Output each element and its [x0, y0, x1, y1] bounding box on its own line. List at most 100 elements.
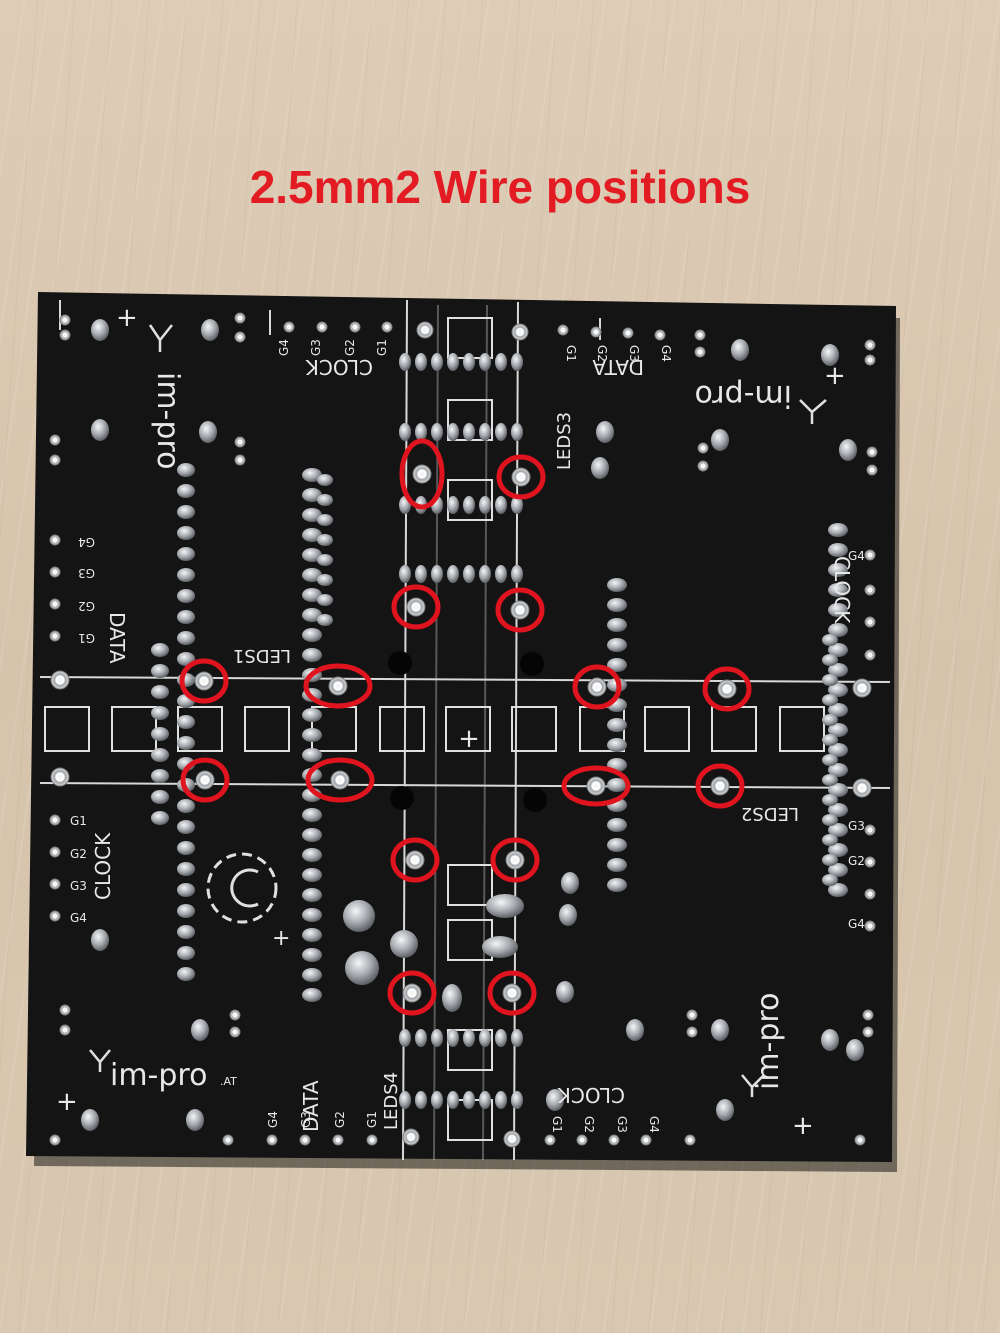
through-hole [717, 679, 737, 699]
solder-joint [399, 1029, 411, 1047]
solder-joint [822, 714, 838, 726]
solder-joint [302, 888, 322, 902]
label-g4: G4 [266, 1111, 280, 1128]
wire-position-marker [305, 757, 375, 803]
through-hole [697, 460, 709, 472]
solder-joint [302, 508, 322, 522]
label-g4: G4 [848, 549, 865, 563]
through-hole [366, 1134, 378, 1146]
plus-icon: + [116, 303, 138, 333]
through-hole [266, 1134, 278, 1146]
brand-top-right: im-pro [695, 378, 792, 413]
solder-joint [828, 883, 848, 897]
through-hole [49, 534, 61, 546]
solder-joint [302, 908, 322, 922]
solder-joint [177, 904, 195, 918]
solder-joint [463, 1091, 475, 1109]
solder-joint [596, 421, 614, 443]
solder-joint [447, 1091, 459, 1109]
solder-joint [151, 727, 169, 741]
solder-joint [399, 423, 411, 441]
solder-joint [716, 1099, 734, 1121]
solder-joint [607, 778, 627, 792]
solder-joint [447, 423, 459, 441]
solder-joint [317, 534, 333, 546]
through-hole [50, 767, 70, 787]
solder-joint [828, 843, 848, 857]
through-hole [864, 888, 876, 900]
solder-joint [81, 1109, 99, 1131]
solder-joint [495, 1091, 507, 1109]
solder-joint [399, 353, 411, 371]
solder-joint [711, 429, 729, 451]
solder-joint [828, 643, 848, 657]
solder-joint [317, 474, 333, 486]
solder-joint [447, 496, 459, 514]
through-hole [866, 464, 878, 476]
solder-joint [302, 468, 322, 482]
solder-joint [822, 834, 838, 846]
led-pad [511, 706, 557, 752]
image-caption: 2.5mm2 Wire positions [249, 161, 751, 213]
solder-joint [828, 823, 848, 837]
solder-joint [302, 568, 322, 582]
solder-joint [828, 743, 848, 757]
label-g4: G4 [647, 1116, 661, 1133]
solder-joint [822, 794, 838, 806]
solder-joint [822, 814, 838, 826]
through-hole [381, 321, 393, 333]
label-g1: G1 [564, 345, 578, 362]
solder-joint [177, 505, 195, 519]
through-hole [864, 616, 876, 628]
solder-joint [91, 419, 109, 441]
solder-joint [399, 565, 411, 583]
solder-joint [828, 783, 848, 797]
solder-joint [177, 568, 195, 582]
through-hole [59, 314, 71, 326]
solder-joint [495, 1029, 507, 1047]
solder-joint [302, 628, 322, 642]
solder-joint [302, 588, 322, 602]
through-hole [511, 323, 529, 341]
solder-joint [151, 790, 169, 804]
through-hole [511, 467, 531, 487]
solder-joint [302, 728, 322, 742]
through-hole [59, 1024, 71, 1036]
solder-joint [302, 548, 322, 562]
solder-joint [302, 948, 322, 962]
through-hole [49, 910, 61, 922]
solder-joint [177, 862, 195, 876]
wire-position-marker [387, 970, 437, 1016]
through-hole [864, 649, 876, 661]
through-hole [864, 920, 876, 932]
mounting-holes [388, 651, 547, 812]
through-hole [59, 329, 71, 341]
label-clock-bottom: CLOCK [557, 1083, 625, 1107]
gear-magnet-icon [206, 852, 278, 924]
solder-joint [302, 528, 322, 542]
solder-joint [151, 706, 169, 720]
solder-joint [177, 736, 195, 750]
solder-joint [415, 353, 427, 371]
through-hole [864, 824, 876, 836]
label-g2: G2 [582, 1116, 596, 1133]
solder-joint [828, 663, 848, 677]
through-hole [502, 983, 522, 1003]
through-hole [412, 464, 432, 484]
through-hole [557, 324, 569, 336]
solder-joint [415, 423, 427, 441]
through-hole [332, 1134, 344, 1146]
solder-joint [495, 565, 507, 583]
through-hole [864, 856, 876, 868]
through-hole [866, 446, 878, 458]
through-hole [544, 1134, 556, 1146]
solder-joint [399, 1091, 411, 1109]
led-pad [445, 706, 491, 752]
led-pad [177, 706, 223, 752]
solder-joints [81, 319, 864, 1131]
through-hole [194, 671, 214, 691]
label-g2: G2 [848, 854, 865, 868]
through-hole [222, 1134, 234, 1146]
solder-joint [317, 574, 333, 586]
label-g4: G4 [70, 911, 87, 925]
